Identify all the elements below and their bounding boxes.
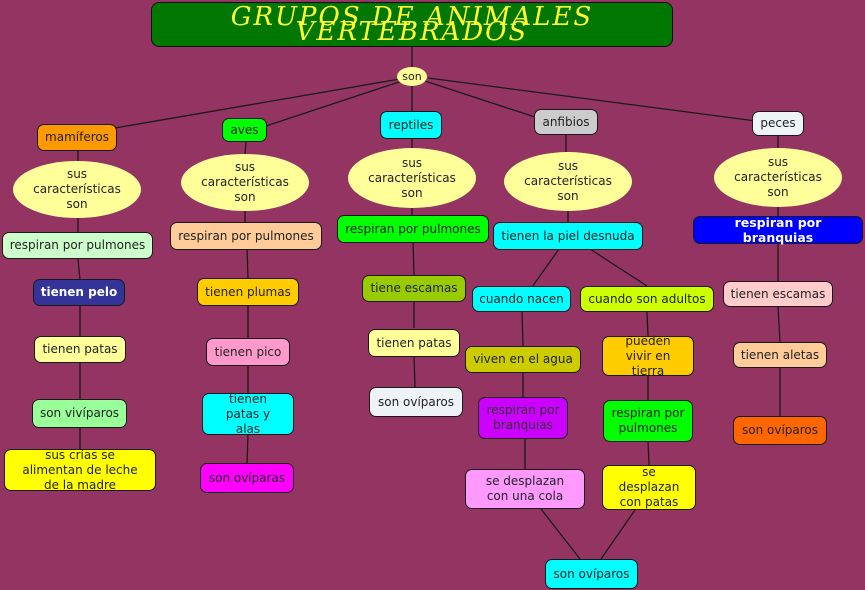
root-link-son[interactable]: son xyxy=(397,67,427,86)
link-anfibios-caracteristicas[interactable]: sus características son xyxy=(504,152,632,211)
anfibios-final-oviparos[interactable]: son ovíparos xyxy=(545,559,638,589)
group-reptiles[interactable]: reptiles xyxy=(380,111,442,139)
anfibios-young-trait-branquias[interactable]: respiran por branquias xyxy=(478,397,568,439)
group-mamiferos[interactable]: mamíferos xyxy=(37,124,117,151)
anfibios-stage-cuando-nacen[interactable]: cuando nacen xyxy=(472,286,571,312)
reptiles-trait-patas[interactable]: tienen patas xyxy=(368,329,460,357)
peces-trait-branquias[interactable]: respiran por branquias xyxy=(693,215,863,245)
mamiferos-trait-patas[interactable]: tienen patas xyxy=(34,336,126,363)
anfibios-adult-trait-pulmones[interactable]: respiran por pulmones xyxy=(603,400,693,442)
aves-trait-pulmones[interactable]: respiran por pulmones xyxy=(170,222,322,250)
mamiferos-trait-pelo[interactable]: tienen pelo xyxy=(33,279,125,306)
anfibios-trait-piel-desnuda[interactable]: tienen la piel desnuda xyxy=(493,222,643,250)
aves-trait-pico[interactable]: tienen pico xyxy=(206,338,290,366)
group-anfibios[interactable]: anfibios xyxy=(534,109,598,135)
link-reptiles-caracteristicas[interactable]: sus características son xyxy=(348,148,476,208)
mamiferos-trait-viviparos[interactable]: son vivíparos xyxy=(32,399,127,428)
aves-trait-oviparas[interactable]: son ovíparas xyxy=(200,463,294,493)
reptiles-trait-pulmones[interactable]: respiran por pulmones xyxy=(337,215,489,243)
group-aves[interactable]: aves xyxy=(222,118,267,142)
map-title[interactable]: GRUPOS DE ANIMALES VERTEBRADOS xyxy=(151,2,673,47)
aves-trait-patas-alas[interactable]: tienen patas y alas xyxy=(202,392,294,436)
anfibios-adult-trait-patas[interactable]: se desplazan con patas xyxy=(602,465,696,510)
reptiles-trait-escamas[interactable]: tiene escamas xyxy=(362,275,466,302)
reptiles-trait-oviparos[interactable]: son ovíparos xyxy=(369,387,463,417)
peces-trait-escamas[interactable]: tienen escamas xyxy=(723,281,833,307)
link-peces-caracteristicas[interactable]: sus características son xyxy=(714,148,842,207)
anfibios-stage-cuando-adultos[interactable]: cuando son adultos xyxy=(580,286,714,312)
link-mamiferos-caracteristicas[interactable]: sus características son xyxy=(13,161,141,218)
anfibios-young-trait-agua[interactable]: viven en el agua xyxy=(465,346,581,373)
anfibios-young-trait-cola[interactable]: se desplazan con una cola xyxy=(465,469,585,509)
aves-trait-plumas[interactable]: tienen plumas xyxy=(197,278,299,306)
mamiferos-trait-pulmones[interactable]: respiran por pulmones xyxy=(2,232,153,259)
peces-trait-oviparos[interactable]: son ovíparos xyxy=(733,416,827,445)
mamiferos-trait-leche[interactable]: sus crías se alimentan de leche de la ma… xyxy=(4,448,156,492)
anfibios-adult-trait-tierra[interactable]: pueden vivir en tierra xyxy=(602,334,694,378)
group-peces[interactable]: peces xyxy=(752,111,804,136)
peces-trait-aletas[interactable]: tienen aletas xyxy=(733,342,827,368)
link-aves-caracteristicas[interactable]: sus características son xyxy=(181,154,309,211)
